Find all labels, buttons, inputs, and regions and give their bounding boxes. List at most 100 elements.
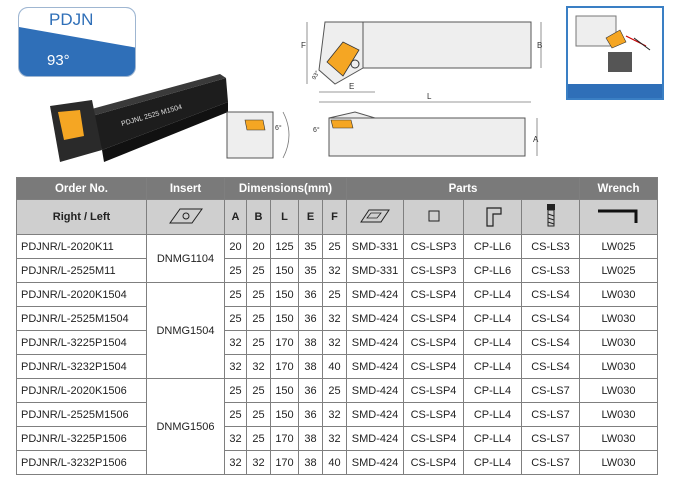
insert-icon <box>58 110 84 140</box>
cell-shim: SMD-424 <box>346 450 404 475</box>
cell-E: 36 <box>298 378 323 403</box>
cell-F: 32 <box>322 330 347 355</box>
header-wrench: Wrench <box>579 177 658 200</box>
header-order: Order No. <box>16 177 147 200</box>
shim-icon <box>346 199 404 235</box>
cell-L: 150 <box>270 378 299 403</box>
cell-clamp: CP-LL4 <box>463 330 522 355</box>
cell-shim: SMD-424 <box>346 426 404 451</box>
header-parts: Parts <box>346 177 580 200</box>
cell-shim: SMD-424 <box>346 402 404 427</box>
cell-A: 20 <box>224 234 247 259</box>
cell-E: 35 <box>298 258 323 283</box>
cell-clampscrew: CS-LS7 <box>521 450 580 475</box>
cell-F: 32 <box>322 306 347 331</box>
cell-clamp: CP-LL4 <box>463 378 522 403</box>
header-insert: Insert <box>146 177 225 200</box>
cell-A: 32 <box>224 330 247 355</box>
cell-clampscrew: CS-LS3 <box>521 234 580 259</box>
cell-A: 32 <box>224 354 247 379</box>
cell-B: 25 <box>246 258 271 283</box>
cell-A: 25 <box>224 258 247 283</box>
angle-top-label: 93° <box>312 70 322 81</box>
cell-shim: SMD-424 <box>346 306 404 331</box>
cell-insert: DNMG1506 <box>146 378 225 475</box>
cell-clamp: CP-LL6 <box>463 258 522 283</box>
cell-wrench: LW030 <box>579 282 658 307</box>
cell-B: 25 <box>246 330 271 355</box>
cell-clamp: CP-LL4 <box>463 402 522 427</box>
cell-screw: CS-LSP4 <box>403 306 464 331</box>
dim-B-label: B <box>537 41 542 50</box>
cell-screw: CS-LSP4 <box>403 354 464 379</box>
cell-E: 38 <box>298 450 323 475</box>
subheader-L: L <box>270 199 299 235</box>
cell-L: 170 <box>270 354 299 379</box>
cell-shim: SMD-424 <box>346 330 404 355</box>
insert-icon <box>326 41 360 77</box>
subheader-E: E <box>298 199 323 235</box>
badge-code: PDJN <box>49 10 94 29</box>
cell-screw: CS-LSP3 <box>403 234 464 259</box>
cell-shim: SMD-331 <box>346 258 404 283</box>
side-view-drawing: 6° 6° A <box>226 111 539 159</box>
cell-screw: CS-LSP3 <box>403 258 464 283</box>
cell-B: 25 <box>246 426 271 451</box>
cell-clamp: CP-LL4 <box>463 306 522 331</box>
subheader-right-left: Right / Left <box>16 199 147 235</box>
cell-wrench: LW030 <box>579 306 658 331</box>
cell-wrench: LW025 <box>579 234 658 259</box>
cell-insert: DNMG1104 <box>146 234 225 283</box>
subheader-F: F <box>322 199 347 235</box>
cell-F: 40 <box>322 450 347 475</box>
cell-screw: CS-LSP4 <box>403 426 464 451</box>
cell-order: PDJNR/L-3232P1504 <box>16 354 147 379</box>
dim-A-label: A <box>533 135 539 144</box>
cell-order: PDJNR/L-2020K11 <box>16 234 147 259</box>
cell-L: 170 <box>270 450 299 475</box>
cell-B: 32 <box>246 450 271 475</box>
top-view-drawing: F B E L 93° <box>301 21 542 103</box>
cell-wrench: LW025 <box>579 258 658 283</box>
cell-E: 38 <box>298 354 323 379</box>
cell-clampscrew: CS-LS4 <box>521 282 580 307</box>
clamp-screw-icon <box>521 199 580 235</box>
cell-F: 32 <box>322 258 347 283</box>
angle-right-label: 6° <box>313 126 320 134</box>
shim-screw-icon <box>403 199 464 235</box>
cell-screw: CS-LSP4 <box>403 282 464 307</box>
cell-clampscrew: CS-LS4 <box>521 306 580 331</box>
cell-screw: CS-LSP4 <box>403 450 464 475</box>
cell-B: 25 <box>246 282 271 307</box>
header-dimensions: Dimensions(mm) <box>224 177 347 200</box>
cell-B: 25 <box>246 378 271 403</box>
cell-wrench: LW030 <box>579 378 658 403</box>
cell-shim: SMD-424 <box>346 378 404 403</box>
cell-F: 25 <box>322 282 347 307</box>
cell-screw: CS-LSP4 <box>403 402 464 427</box>
cell-clampscrew: CS-LS3 <box>521 258 580 283</box>
cell-wrench: LW030 <box>579 354 658 379</box>
cell-F: 32 <box>322 402 347 427</box>
cell-A: 25 <box>224 306 247 331</box>
cell-L: 150 <box>270 282 299 307</box>
cell-L: 150 <box>270 258 299 283</box>
cell-L: 150 <box>270 402 299 427</box>
cell-L: 150 <box>270 306 299 331</box>
subheader-B: B <box>246 199 271 235</box>
cell-order: PDJNR/L-2020K1504 <box>16 282 147 307</box>
cell-order: PDJNR/L-2525M11 <box>16 258 147 283</box>
cell-A: 25 <box>224 402 247 427</box>
cell-clamp: CP-LL4 <box>463 426 522 451</box>
cell-order: PDJNR/L-2525M1504 <box>16 306 147 331</box>
cell-L: 170 <box>270 426 299 451</box>
cell-L: 170 <box>270 330 299 355</box>
cell-insert: DNMG1504 <box>146 282 225 379</box>
